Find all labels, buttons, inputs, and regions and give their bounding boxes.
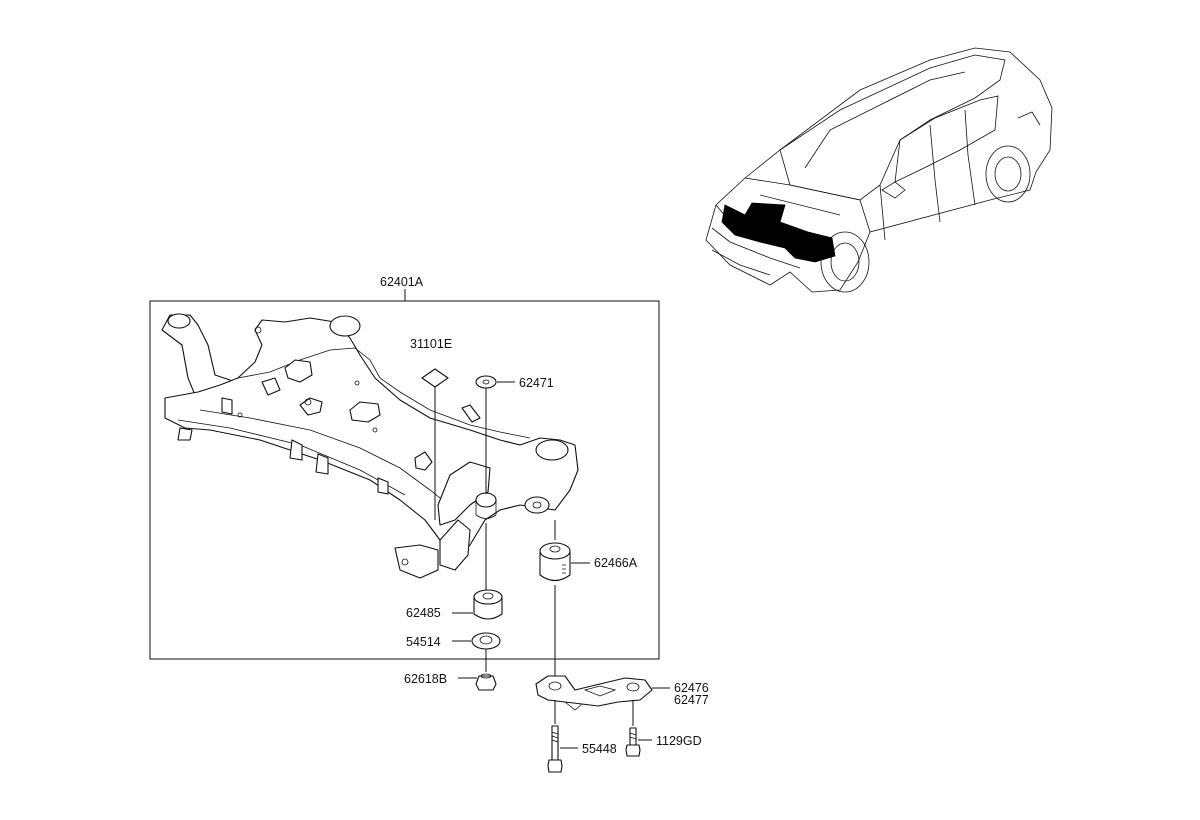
label-62401A[interactable]: 62401A bbox=[380, 275, 424, 289]
label-62485[interactable]: 62485 bbox=[406, 606, 441, 620]
label-54514[interactable]: 54514 bbox=[406, 635, 441, 649]
label-62476[interactable]: 62476 bbox=[674, 681, 709, 695]
lower-washer-icon bbox=[471, 632, 501, 650]
label-1129GD[interactable]: 1129GD bbox=[656, 734, 702, 748]
seal-icon bbox=[421, 368, 449, 388]
label-62471[interactable]: 62471 bbox=[519, 376, 554, 390]
rear-bushing-icon bbox=[539, 542, 571, 582]
vehicle-icon bbox=[705, 47, 1053, 293]
short-bolt-icon bbox=[625, 727, 641, 757]
nut-icon bbox=[475, 673, 497, 691]
subframe-icon bbox=[161, 313, 579, 579]
long-bolt-icon bbox=[547, 725, 563, 773]
label-62466A[interactable]: 62466A bbox=[594, 556, 638, 570]
label-31101E[interactable]: 31101E bbox=[410, 337, 452, 351]
label-62477[interactable]: 62477 bbox=[674, 693, 709, 707]
bracket-icon bbox=[535, 675, 653, 711]
highlight-area bbox=[721, 202, 836, 263]
washer-top-icon bbox=[475, 375, 497, 389]
label-62618B[interactable]: 62618B bbox=[404, 672, 447, 686]
label-55448[interactable]: 55448 bbox=[582, 742, 617, 756]
front-bushing-icon bbox=[473, 589, 503, 620]
